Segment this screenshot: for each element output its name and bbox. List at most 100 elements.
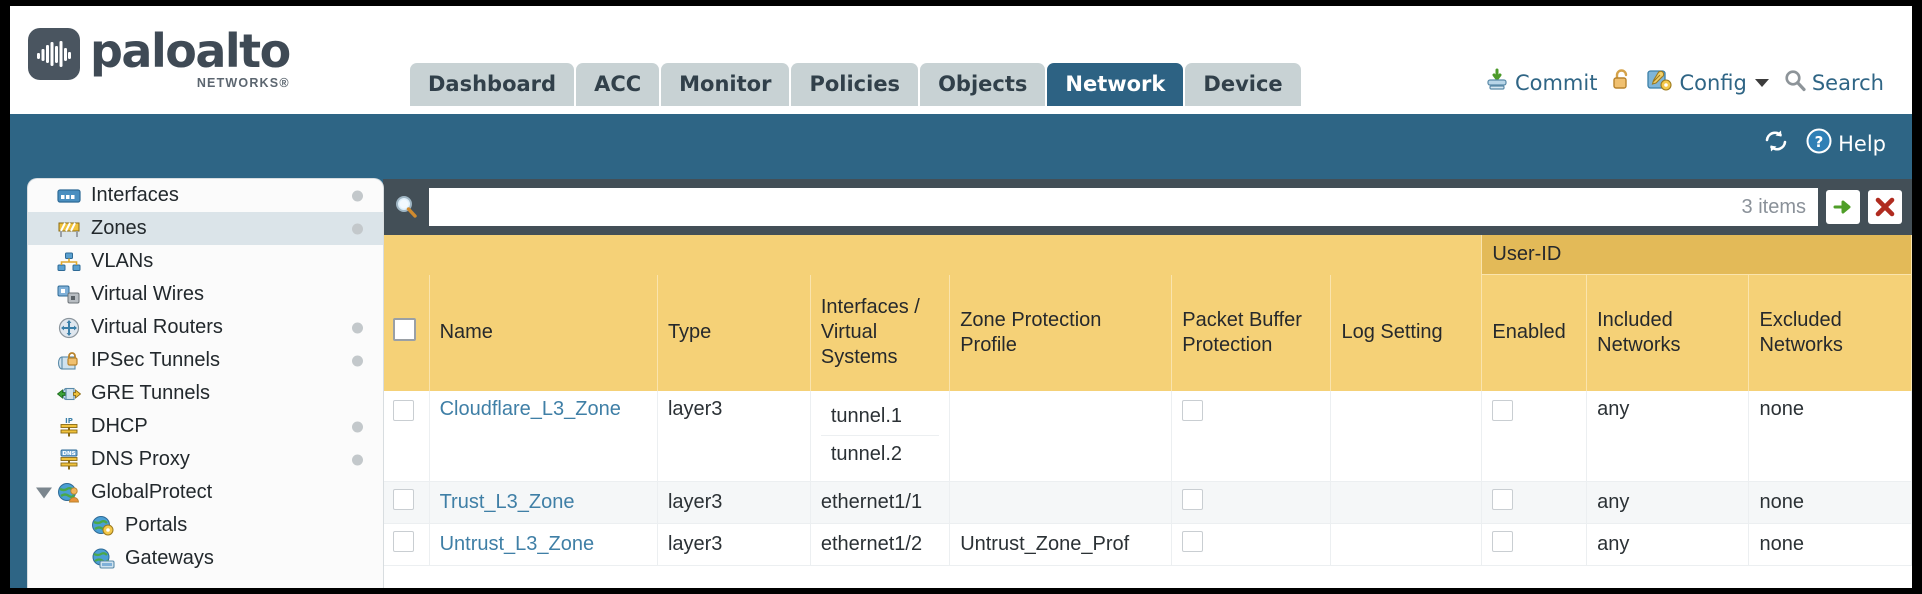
sidebar-item-ipsec-tunnels[interactable]: IPSec Tunnels [28,344,383,377]
table-row[interactable]: Cloudflare_L3_Zone layer3 tunnel.1 tunne… [383,390,1912,482]
column-header-log-setting[interactable]: Log Setting [1330,274,1483,391]
sub-header-band: ? Help [10,114,1912,179]
cell-userid-enabled[interactable] [1481,481,1588,524]
sidebar-item-label: Virtual Routers [91,316,223,338]
group-header-userid: User-ID [1481,235,1912,275]
column-header-packet-buffer-protection[interactable]: Packet Buffer Protection [1171,274,1332,391]
select-all-header[interactable] [383,274,430,391]
top-header-bar: paloalto NETWORKS® Dashboard ACC Monitor… [10,6,1912,114]
tab-monitor[interactable]: Monitor [661,63,790,106]
sidebar-item-label: DHCP [91,415,148,437]
status-dot [352,421,363,432]
help-button[interactable]: ? Help [1806,128,1886,159]
sidebar-item-interfaces[interactable]: Interfaces [28,179,383,212]
apply-filter-button[interactable] [1826,190,1860,224]
cell-userid-enabled[interactable] [1481,523,1588,566]
item-count-label: 3 items [1741,195,1806,218]
row-select-cell[interactable] [383,481,430,524]
packet-buffer-protection-checkbox[interactable] [1182,530,1204,552]
cell-included-networks: any [1586,523,1750,566]
cell-name[interactable]: Untrust_L3_Zone [429,523,658,566]
portals-icon [90,515,116,537]
row-select-cell[interactable] [383,390,430,482]
tab-dashboard[interactable]: Dashboard [410,63,575,106]
packet-buffer-protection-checkbox[interactable] [1182,488,1204,510]
interface-entry: tunnel.1 [820,398,940,436]
table-body: Cloudflare_L3_Zone layer3 tunnel.1 tunne… [383,390,1912,566]
sidebar-item-globalprotect[interactable]: GlobalProtect [28,476,383,509]
row-checkbox[interactable] [393,530,414,552]
sidebar-item-dhcp[interactable]: IP DHCP [28,410,383,443]
search-input[interactable] [441,195,1734,219]
packet-buffer-protection-checkbox[interactable] [1182,399,1204,421]
userid-enabled-checkbox[interactable] [1492,399,1514,421]
row-checkbox[interactable] [393,399,414,421]
userid-enabled-checkbox[interactable] [1492,488,1514,510]
status-dot [352,355,363,366]
sidebar-item-label: Interfaces [91,184,179,206]
chevron-down-icon[interactable] [36,487,52,498]
tab-network[interactable]: Network [1047,63,1184,106]
tab-device[interactable]: Device [1185,63,1301,106]
sidebar-item-label: VLANs [91,250,154,272]
search-field[interactable]: 3 items [429,188,1818,226]
lock-button[interactable] [1611,68,1633,97]
brand-logo: paloalto NETWORKS® [28,28,291,90]
column-header-enabled[interactable]: Enabled [1481,274,1588,391]
config-menu[interactable]: Config [1647,68,1769,97]
search-icon[interactable] [391,194,421,220]
cell-name[interactable]: Cloudflare_L3_Zone [429,390,658,482]
cell-name[interactable]: Trust_L3_Zone [429,481,658,524]
band-actions: ? Help [1762,128,1886,159]
cell-interfaces: ethernet1/1 [810,481,951,524]
zone-name-link[interactable]: Trust_L3_Zone [439,490,575,513]
column-header-interfaces[interactable]: Interfaces / Virtual Systems [810,274,951,391]
clear-filter-button[interactable] [1868,190,1902,224]
commit-button[interactable]: Commit [1485,68,1598,97]
cell-included-networks: any [1586,390,1750,482]
cell-packet-buffer-protection[interactable] [1171,481,1332,524]
column-header-zone-protection-profile[interactable]: Zone Protection Profile [949,274,1173,391]
sidebar-item-label: IPSec Tunnels [91,349,220,371]
sidebar-item-gateways[interactable]: Gateways [28,542,383,575]
table-row[interactable]: Untrust_L3_Zone layer3 ethernet1/2 Untru… [383,523,1912,566]
status-dot [352,322,363,333]
row-checkbox[interactable] [393,488,414,510]
tab-objects[interactable]: Objects [920,63,1046,106]
sidebar-item-gre-tunnels[interactable]: GRE Tunnels [28,377,383,410]
unlock-icon [1611,68,1633,97]
sidebar-item-dns-proxy[interactable]: DNS DNS Proxy [28,443,383,476]
cell-packet-buffer-protection[interactable] [1171,523,1332,566]
sidebar-item-portals[interactable]: Portals [28,509,383,542]
search-button[interactable]: Search [1783,69,1884,97]
sidebar-item-zones[interactable]: Zones [28,212,383,245]
cell-zone-protection-profile [949,481,1173,524]
zone-name-link[interactable]: Untrust_L3_Zone [439,532,595,555]
sidebar-item-label: DNS Proxy [91,448,190,470]
cell-interfaces: ethernet1/2 [810,523,951,566]
help-icon: ? [1806,128,1832,159]
sidebar-item-virtual-routers[interactable]: Virtual Routers [28,311,383,344]
column-header-included-networks[interactable]: Included Networks [1586,274,1750,391]
zone-name-link[interactable]: Cloudflare_L3_Zone [439,397,621,420]
sidebar-item-vlans[interactable]: VLANs [28,245,383,278]
cell-packet-buffer-protection[interactable] [1171,390,1332,482]
table-row[interactable]: Trust_L3_Zone layer3 ethernet1/1 [383,481,1912,524]
sidebar-item-label: Portals [125,514,188,536]
sidebar-item-label: GlobalProtect [91,481,213,503]
refresh-button[interactable] [1762,129,1790,158]
sidebar-item-virtual-wires[interactable]: Virtual Wires [28,278,383,311]
column-header-excluded-networks[interactable]: Excluded Networks [1748,274,1912,391]
paloalto-logo-icon [28,28,80,80]
tab-policies[interactable]: Policies [791,63,919,106]
userid-enabled-checkbox[interactable] [1492,530,1514,552]
row-select-cell[interactable] [383,523,430,566]
column-header-type[interactable]: Type [657,274,811,391]
gre-tunnels-icon [56,383,82,405]
tab-acc[interactable]: ACC [576,63,660,106]
column-header-name[interactable]: Name [429,274,658,391]
commit-label: Commit [1514,70,1598,95]
search-label: Search [1811,70,1884,95]
cell-userid-enabled[interactable] [1481,390,1588,482]
select-all-checkbox[interactable] [393,317,416,341]
